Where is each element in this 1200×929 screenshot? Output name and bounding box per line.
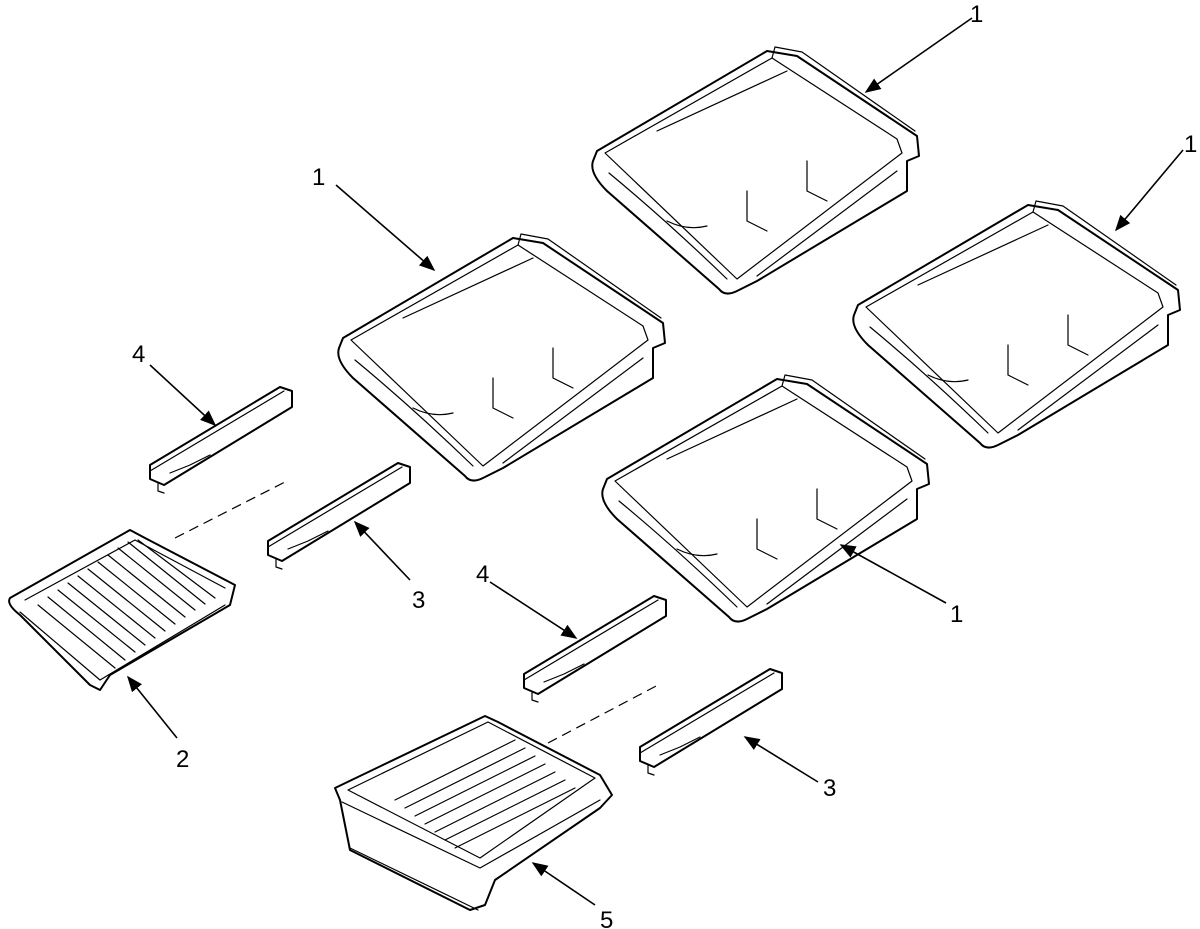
- leader-rail-left-lower: [489, 581, 578, 639]
- leader-rail-right-upper: [353, 520, 411, 581]
- crisper-drawer: [334, 715, 613, 911]
- shelf-top-center: [591, 46, 920, 295]
- leader-shelf-right: [1114, 149, 1184, 232]
- callout-label-shelf-top-center: 1: [970, 1, 983, 28]
- shelf-center: [601, 374, 930, 623]
- alignment-line-upper: [174, 481, 286, 539]
- slide-rail-left-upper: [149, 386, 293, 494]
- leader-shelf-middle-left: [335, 184, 436, 272]
- callout-label-rail-right-upper: 3: [412, 587, 425, 614]
- leader-wire-basket: [126, 675, 178, 739]
- callout-label-shelf-center: 1: [950, 601, 963, 628]
- callout-label-wire-basket: 2: [176, 746, 189, 773]
- leader-shelf-center: [839, 544, 947, 604]
- callout-label-rail-left-upper: 4: [132, 341, 145, 368]
- alignment-line-lower: [547, 684, 659, 744]
- leader-rail-right-lower: [743, 736, 819, 783]
- wire-basket: [8, 529, 236, 691]
- shelf-middle-left: [337, 233, 666, 482]
- callout-label-shelf-right: 1: [1184, 131, 1197, 158]
- leader-crisper-drawer: [531, 862, 596, 906]
- callout-label-rail-right-lower: 3: [823, 775, 836, 802]
- leader-shelf-top-center: [864, 17, 973, 93]
- callout-label-shelf-middle-left: 1: [312, 164, 325, 191]
- leader-rail-left-upper: [149, 364, 217, 427]
- callout-label-rail-left-lower: 4: [476, 561, 489, 588]
- shelf-right: [852, 200, 1181, 449]
- callout-label-crisper-drawer: 5: [600, 907, 613, 929]
- slide-rail-right-lower: [639, 668, 783, 776]
- slide-rail-left-lower: [523, 595, 667, 703]
- slide-rail-right-upper: [267, 462, 411, 570]
